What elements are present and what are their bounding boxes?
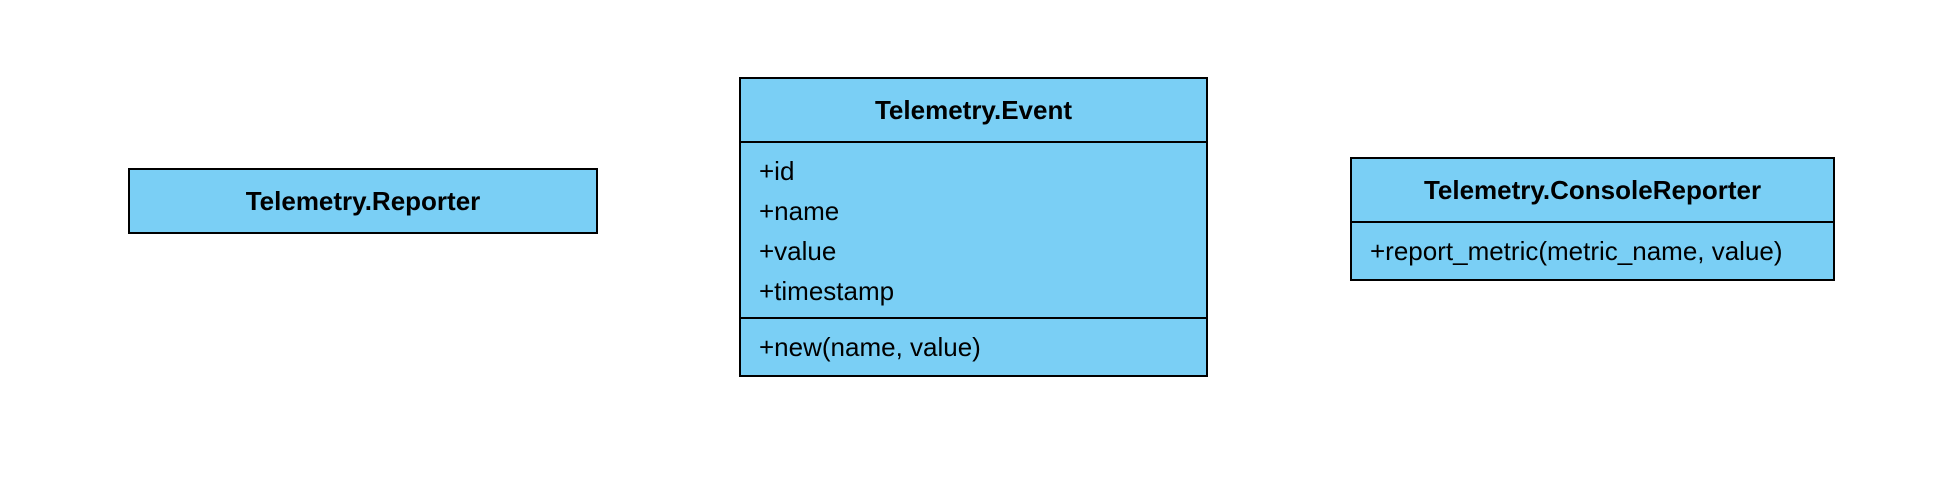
attribute-id: +id bbox=[759, 156, 795, 186]
operation-report-metric: +report_metric(metric_name, value) bbox=[1370, 236, 1783, 266]
attributes-section-event: +id +name +value +timestamp bbox=[741, 141, 1206, 317]
class-name-reporter: Telemetry.Reporter bbox=[245, 185, 481, 216]
operations-section-event: +new(name, value) bbox=[741, 317, 1206, 375]
class-box-console-reporter[interactable]: Telemetry.ConsoleReporter +report_metric… bbox=[1350, 157, 1835, 281]
operations-section-console-reporter: +report_metric(metric_name, value) bbox=[1352, 221, 1833, 279]
attribute-value: +value bbox=[759, 236, 837, 266]
attribute-timestamp: +timestamp bbox=[759, 276, 895, 306]
class-name-console-reporter: Telemetry.ConsoleReporter bbox=[1423, 174, 1762, 205]
class-box-event[interactable]: Telemetry.Event +id +name +value +timest… bbox=[739, 77, 1208, 377]
class-box-reporter[interactable]: Telemetry.Reporter bbox=[128, 168, 598, 234]
class-name-event: Telemetry.Event bbox=[874, 94, 1072, 125]
attribute-name: +name bbox=[759, 196, 840, 226]
operation-new: +new(name, value) bbox=[759, 332, 981, 362]
